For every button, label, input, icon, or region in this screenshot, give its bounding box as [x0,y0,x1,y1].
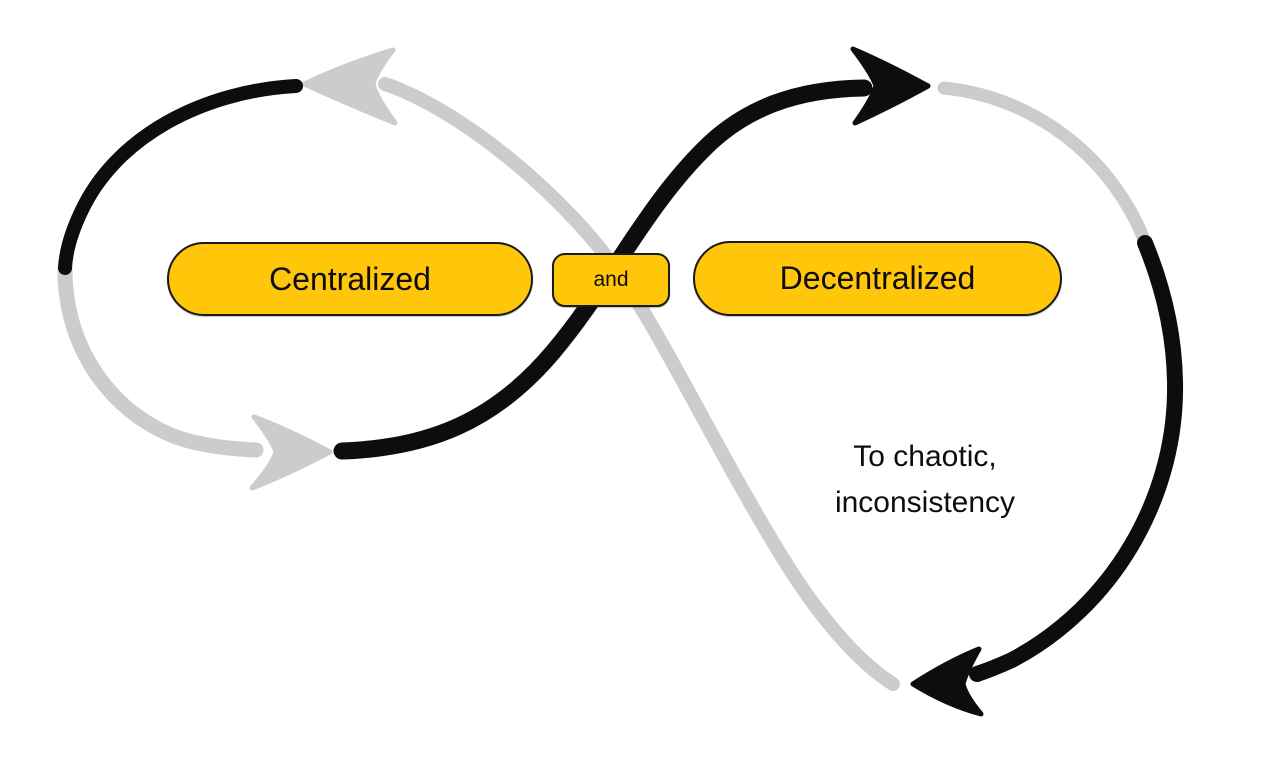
arc-left-top-black [58,79,303,275]
annotation-line-2: inconsistency [834,486,1016,519]
node-and-connector: and [552,253,670,307]
arc-right-top-gray [937,81,1152,250]
node-decentralized-label: Decentralized [779,260,976,296]
arrowhead-top-left-icon [301,47,398,126]
arc-right-bottom-black [969,235,1184,682]
node-centralized-label: Centralized [269,260,431,297]
arrowhead-top-right-icon [850,46,931,126]
annotation-line-1: To chaotic, [853,440,997,473]
node-centralized: Centralized [167,242,533,316]
crossing-curve-gray [378,77,900,691]
node-and-label: and [593,268,629,291]
arrowhead-bottom-right-icon [910,646,984,717]
arc-left-bottom-gray [57,260,264,458]
node-decentralized: Decentralized [693,241,1062,316]
annotation-chaotic-inconsistency: To chaotic, inconsistency [770,434,1080,526]
arrowhead-bottom-left-icon [249,414,333,491]
